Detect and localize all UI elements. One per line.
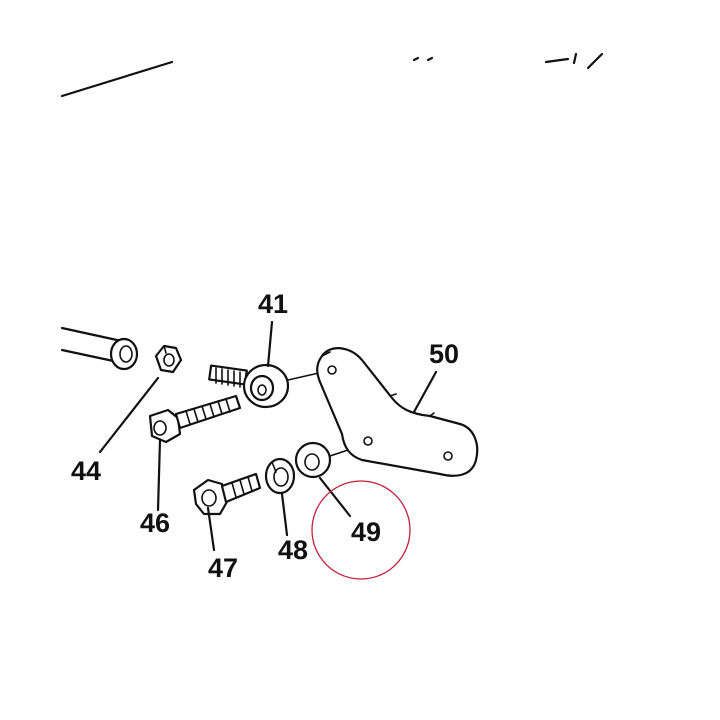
callout-41: 41 <box>258 289 288 319</box>
callout-labels: 41 44 46 47 48 49 50 <box>71 289 459 583</box>
eye-bolt-41 <box>208 363 333 409</box>
lock-washer-48 <box>264 457 296 495</box>
callout-44: 44 <box>71 456 101 486</box>
bracket-50 <box>316 347 479 477</box>
callout-49: 49 <box>351 517 381 547</box>
callout-50: 50 <box>429 339 459 369</box>
hex-nut-44 <box>154 344 183 374</box>
rod <box>60 326 128 364</box>
highlight-circle <box>311 480 411 580</box>
rod-end-washer <box>109 337 139 371</box>
callout-46: 46 <box>140 508 170 538</box>
bolt-47 <box>192 472 262 516</box>
bolt-46 <box>148 394 242 444</box>
leader-lines <box>98 320 438 552</box>
upper-drawing-fragment <box>60 52 604 98</box>
callout-48: 48 <box>278 535 308 565</box>
callout-47: 47 <box>208 553 238 583</box>
